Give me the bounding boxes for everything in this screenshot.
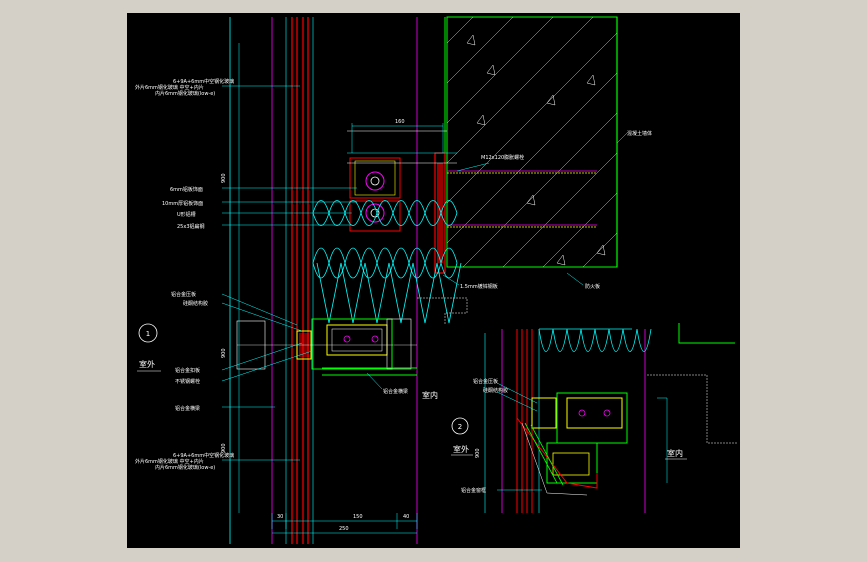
concrete-wall [446, 16, 618, 268]
section-marker-1: 1 室外 [137, 323, 161, 372]
bottom-spec-3-label: 内片6mm钢化玻璃(low-e) [155, 464, 215, 471]
leader-1-label: 6mm铝板饰面 [170, 186, 203, 193]
view2-outdoor-label: 室外 [453, 444, 469, 454]
dimension-lines [238, 43, 444, 534]
top-left-2-label: 硅酮结构胶 [183, 300, 208, 307]
curtain-wall-section-drawing: 1 室外 6+9A+6mm中空钢化玻璃 外片6mm钢化玻璃 中空+内片 内片6m… [135, 16, 737, 544]
leader-3-label: U形铝槽 [177, 211, 196, 218]
glass-spec-1-label: 6+9A+6mm中空钢化玻璃 [173, 78, 234, 85]
dim-vert-1-label: 900 [221, 173, 227, 183]
mid-left-1-label: 铝合金扣板 [175, 367, 200, 374]
dim-vert-2-label: 900 [221, 348, 227, 358]
view2-dim-vert-label: 900 [475, 448, 481, 458]
outdoor-label: 室外 [139, 359, 155, 369]
dim-top-label: 160 [395, 119, 405, 125]
dim-bottom-1-label: 30 [277, 514, 283, 520]
transom-label: 铝合金横梁 [383, 388, 408, 395]
transom-assembly [236, 297, 468, 376]
wall-label: 混凝土墙体 [627, 130, 652, 137]
plate-label: 1.5mm镀锌钢板 [460, 283, 498, 290]
view2-section: 2 室外 室内 铝合金压板 硅酮结构胶 铝合金窗框 900 [451, 323, 737, 513]
upper-bracket [347, 130, 457, 232]
mid-left-3-label: 铝合金横梁 [175, 405, 200, 412]
view2-insulation [538, 328, 652, 352]
leader-lines [221, 85, 357, 461]
section-marker-2: 2 室外 室内 [451, 417, 687, 460]
dim-vert-3-label: 900 [221, 443, 227, 453]
anchor-bolts [434, 152, 597, 274]
leader-4-label: 25x3铝扁钢 [177, 223, 205, 230]
section-mark-2-number: 2 [458, 423, 462, 431]
dim-bottom-total-label: 250 [339, 526, 349, 532]
bottom-spec-2-label: 外片6mm钢化玻璃 中空+内片 [135, 458, 204, 465]
leader-2-label: 10mm厚铝板饰面 [162, 200, 203, 207]
mid-left-2-label: 不锈钢螺栓 [175, 378, 200, 385]
anchor-label: M12x120膨胀螺栓 [481, 154, 524, 161]
dim-bottom-3-label: 40 [403, 514, 409, 520]
glass-spec-3-label: 内片6mm钢化玻璃(low-e) [155, 90, 215, 97]
view2-bottom-label: 铝合金窗框 [461, 487, 486, 494]
cad-drawing-canvas: 1 室外 6+9A+6mm中空钢化玻璃 外片6mm钢化玻璃 中空+内片 内片6m… [127, 13, 740, 548]
view2-leader-2-label: 硅酮结构胶 [483, 387, 508, 394]
view2-indoor-label: 室内 [667, 448, 683, 458]
insulation-pattern [312, 200, 462, 324]
view2-leader-1-label: 铝合金压板 [473, 378, 498, 385]
glass-spec-2-label: 外片6mm钢化玻璃 中空+内片 [135, 84, 204, 91]
view1-section: 1 室外 6+9A+6mm中空钢化玻璃 外片6mm钢化玻璃 中空+内片 内片6m… [135, 16, 652, 544]
fire-label: 防火板 [585, 283, 600, 290]
top-left-1-label: 铝合金压板 [171, 291, 196, 298]
view2-transom [516, 374, 737, 496]
section-mark-number: 1 [146, 330, 150, 338]
dim-bottom-2-label: 150 [353, 514, 363, 520]
view1-indoor-label: 室内 [422, 390, 438, 400]
bottom-spec-1-label: 6+9A+6mm中空钢化玻璃 [173, 452, 234, 459]
